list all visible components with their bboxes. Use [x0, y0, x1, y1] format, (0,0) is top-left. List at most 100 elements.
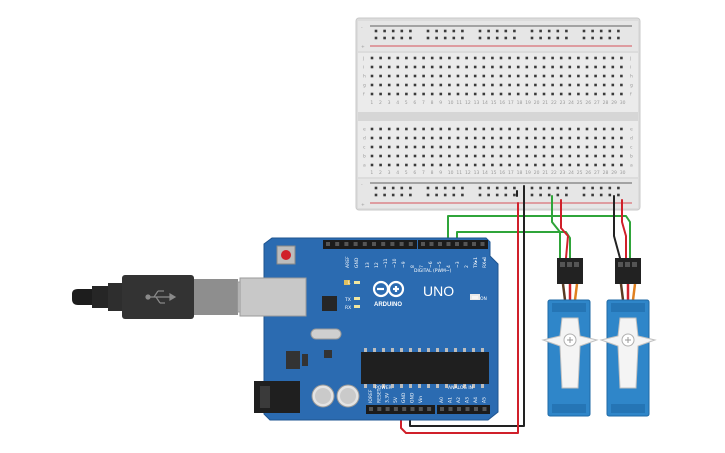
breadboard-hole[interactable]: [551, 83, 554, 87]
breadboard-hole[interactable]: [499, 74, 503, 78]
rail-hole[interactable]: [409, 186, 412, 190]
breadboard-hole[interactable]: [379, 145, 382, 149]
breadboard-hole[interactable]: [422, 92, 425, 96]
rail-hole[interactable]: [556, 193, 560, 197]
breadboard-hole[interactable]: [379, 83, 382, 87]
breadboard-hole[interactable]: [534, 83, 537, 87]
breadboard-hole[interactable]: [611, 74, 615, 78]
breadboard-hole[interactable]: [387, 83, 391, 87]
breadboard-hole[interactable]: [620, 145, 623, 149]
header-pin[interactable]: [402, 407, 407, 411]
breadboard-hole[interactable]: [439, 56, 443, 60]
breadboard-hole[interactable]: [525, 83, 529, 87]
header-pin[interactable]: [335, 242, 340, 246]
breadboard-hole[interactable]: [422, 65, 425, 69]
breadboard-hole[interactable]: [577, 145, 580, 149]
breadboard-hole[interactable]: [482, 56, 486, 60]
breadboard-hole[interactable]: [577, 92, 580, 96]
breadboard-hole[interactable]: [551, 136, 554, 140]
breadboard-hole[interactable]: [542, 136, 546, 140]
breadboard-hole[interactable]: [448, 56, 451, 60]
breadboard-hole[interactable]: [448, 74, 451, 78]
breadboard-hole[interactable]: [448, 145, 451, 149]
breadboard-hole[interactable]: [551, 154, 554, 158]
breadboard-hole[interactable]: [559, 163, 563, 167]
rail-hole[interactable]: [452, 29, 456, 33]
rail-hole[interactable]: [547, 36, 551, 40]
breadboard-hole[interactable]: [508, 56, 511, 60]
breadboard-hole[interactable]: [602, 136, 606, 140]
breadboard-hole[interactable]: [379, 163, 382, 167]
breadboard-hole[interactable]: [611, 163, 615, 167]
breadboard-hole[interactable]: [396, 163, 400, 167]
breadboard-hole[interactable]: [568, 163, 572, 167]
breadboard-hole[interactable]: [611, 56, 615, 60]
rail-hole[interactable]: [547, 193, 551, 197]
breadboard-hole[interactable]: [456, 92, 460, 96]
breadboard-hole[interactable]: [542, 154, 546, 158]
breadboard-hole[interactable]: [508, 154, 511, 158]
breadboard-hole[interactable]: [473, 65, 477, 69]
breadboard-hole[interactable]: [551, 163, 554, 167]
breadboard-hole[interactable]: [551, 65, 554, 69]
breadboard-hole[interactable]: [473, 74, 477, 78]
breadboard-hole[interactable]: [430, 127, 434, 131]
breadboard-hole[interactable]: [413, 136, 417, 140]
breadboard-hole[interactable]: [370, 145, 374, 149]
header-pin[interactable]: [408, 242, 413, 246]
rail-hole[interactable]: [582, 193, 586, 197]
rail-hole[interactable]: [582, 186, 586, 190]
breadboard-hole[interactable]: [370, 136, 374, 140]
breadboard-hole[interactable]: [491, 154, 494, 158]
header-pin[interactable]: [410, 407, 415, 411]
breadboard-hole[interactable]: [473, 154, 477, 158]
rail-hole[interactable]: [478, 193, 482, 197]
rail-hole[interactable]: [452, 193, 456, 197]
header-pin[interactable]: [427, 407, 432, 411]
breadboard-hole[interactable]: [525, 154, 529, 158]
breadboard-hole[interactable]: [465, 65, 468, 69]
breadboard-hole[interactable]: [620, 65, 623, 69]
breadboard-hole[interactable]: [491, 127, 494, 131]
breadboard-hole[interactable]: [559, 92, 563, 96]
breadboard-hole[interactable]: [422, 83, 425, 87]
header-pin[interactable]: [474, 407, 478, 411]
rail-hole[interactable]: [530, 36, 534, 40]
breadboard-hole[interactable]: [482, 127, 486, 131]
breadboard-hole[interactable]: [620, 136, 623, 140]
rail-hole[interactable]: [591, 193, 594, 197]
breadboard-hole[interactable]: [422, 127, 425, 131]
breadboard-hole[interactable]: [413, 127, 417, 131]
header-pin[interactable]: [369, 407, 373, 411]
breadboard-hole[interactable]: [422, 74, 425, 78]
rail-hole[interactable]: [409, 36, 412, 40]
breadboard-hole[interactable]: [525, 136, 529, 140]
breadboard-hole[interactable]: [491, 92, 494, 96]
breadboard-hole[interactable]: [430, 56, 434, 60]
breadboard-hole[interactable]: [577, 65, 580, 69]
breadboard-hole[interactable]: [465, 136, 468, 140]
breadboard-hole[interactable]: [559, 154, 563, 158]
breadboard-hole[interactable]: [396, 136, 400, 140]
header-pin[interactable]: [438, 242, 442, 246]
rail-hole[interactable]: [478, 36, 482, 40]
header-pin[interactable]: [344, 242, 349, 246]
breadboard-hole[interactable]: [430, 83, 434, 87]
breadboard-hole[interactable]: [594, 163, 597, 167]
breadboard-hole[interactable]: [611, 127, 615, 131]
breadboard-hole[interactable]: [405, 127, 408, 131]
header-pin[interactable]: [455, 242, 459, 246]
breadboard-hole[interactable]: [499, 56, 503, 60]
rail-hole[interactable]: [435, 29, 438, 33]
rail-hole[interactable]: [461, 29, 464, 33]
rail-hole[interactable]: [617, 29, 620, 33]
breadboard-hole[interactable]: [525, 65, 529, 69]
breadboard-hole[interactable]: [491, 136, 494, 140]
breadboard-hole[interactable]: [499, 65, 503, 69]
rail-hole[interactable]: [539, 29, 542, 33]
rail-hole[interactable]: [495, 36, 499, 40]
rail-hole[interactable]: [374, 36, 378, 40]
breadboard-hole[interactable]: [516, 145, 520, 149]
breadboard-hole[interactable]: [465, 145, 468, 149]
breadboard-hole[interactable]: [465, 83, 468, 87]
